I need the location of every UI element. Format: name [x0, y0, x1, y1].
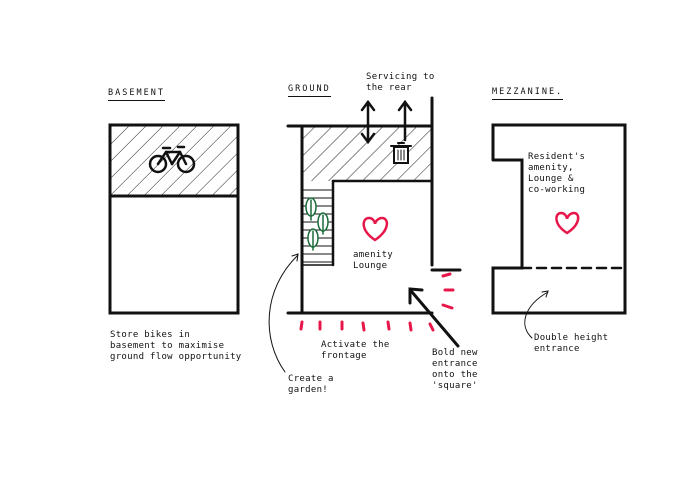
entrance-arrow	[410, 290, 460, 348]
up-arrow-icon	[360, 99, 413, 145]
servicing-note: Servicing to the rear	[366, 72, 435, 93]
resident-amenity-note: Resident's amenity, Lounge & co-working	[528, 152, 586, 195]
bold-entrance-note: Bold new entrance onto the 'square'	[432, 348, 478, 391]
heart-icon	[362, 216, 389, 242]
bin-icon	[390, 142, 412, 164]
heading-basement: BASEMENT	[108, 88, 165, 101]
store-bikes-note: Store bikes in basement to maximise grou…	[110, 330, 242, 362]
heading-ground: GROUND	[288, 84, 331, 97]
ground-plan	[286, 96, 462, 348]
frontage-dashes	[299, 272, 455, 332]
mezzanine-plan	[491, 123, 627, 315]
activate-frontage-note: Activate the frontage	[321, 340, 390, 361]
amenity-lounge-note: amenity Lounge	[353, 250, 394, 271]
double-height-note: Double height entrance	[534, 333, 609, 354]
heart-icon	[555, 211, 580, 235]
create-garden-note: Create a garden!	[288, 374, 334, 395]
basement-plan	[108, 123, 240, 315]
tree-icon	[305, 197, 329, 251]
heading-mezzanine: MEZZANINE.	[492, 87, 564, 100]
leader-lines	[268, 253, 549, 373]
bicycle-icon	[148, 145, 196, 174]
